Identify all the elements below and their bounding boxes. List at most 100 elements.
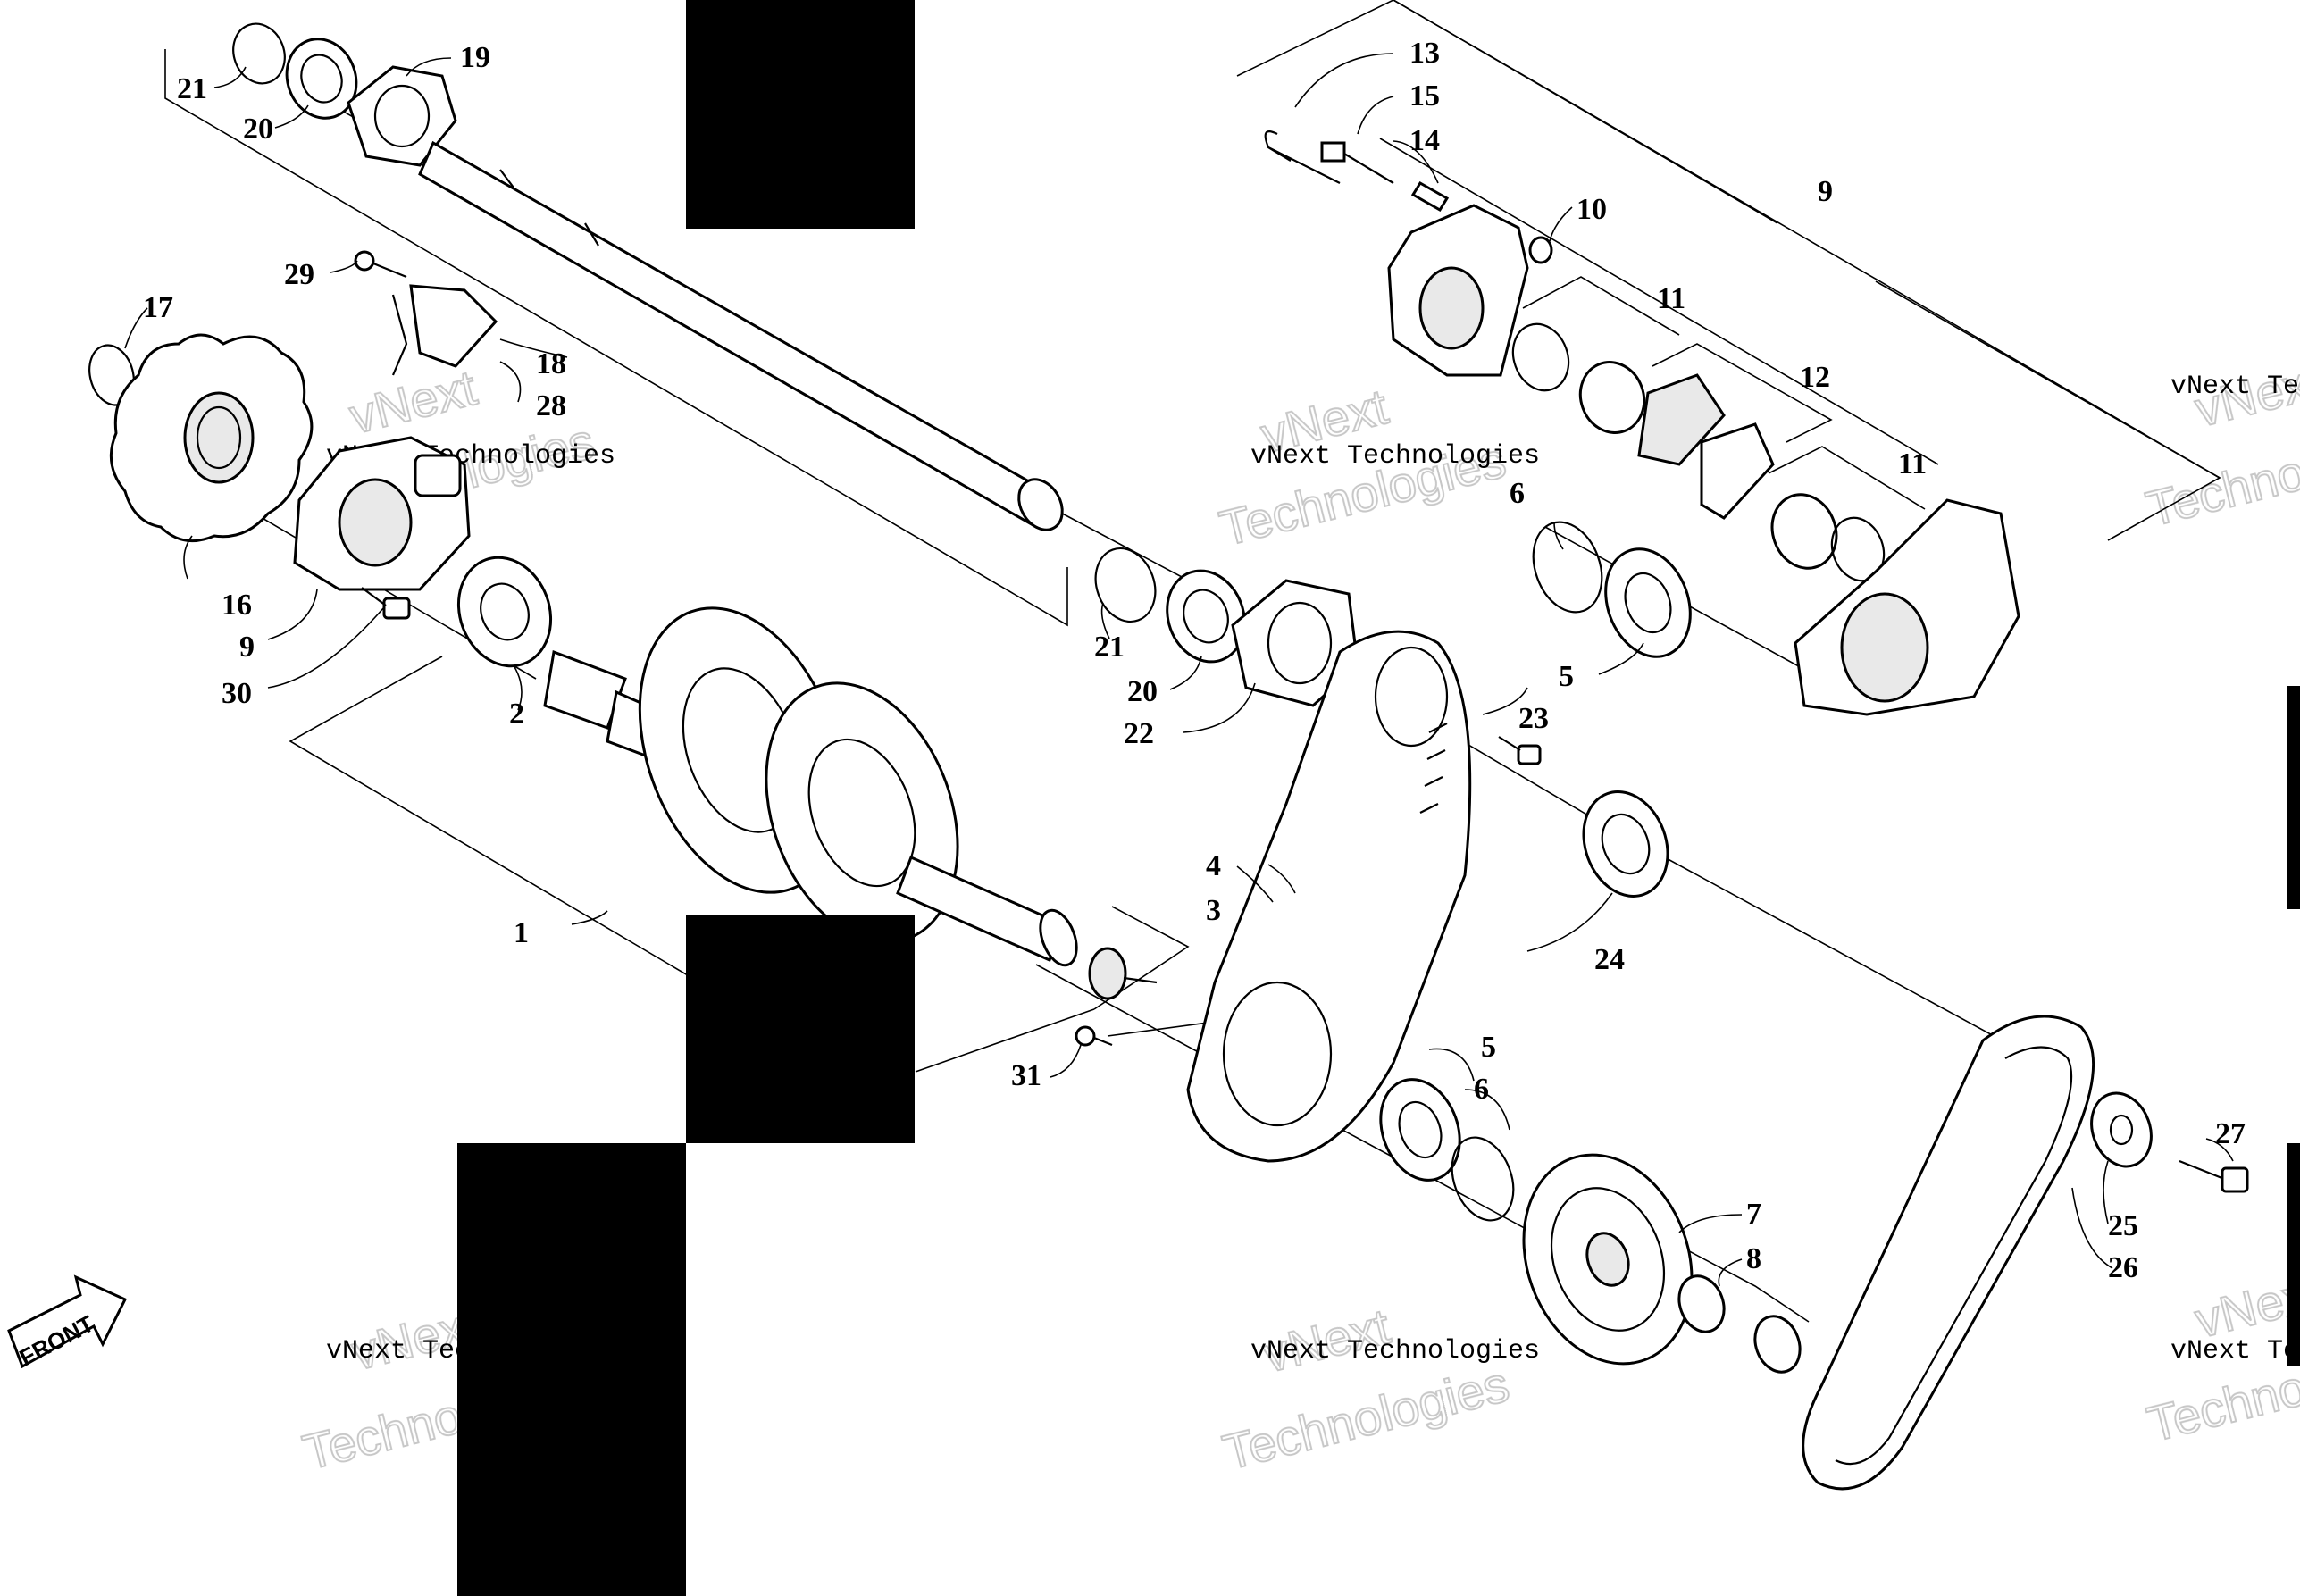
- callout-1: 1: [514, 916, 529, 949]
- callout-20: 20: [243, 113, 273, 146]
- callout-11: 11: [1898, 447, 1927, 480]
- callout-31: 31: [1011, 1059, 1041, 1092]
- callout-9: 9: [239, 631, 255, 664]
- redaction-block: [2287, 686, 2300, 909]
- callout-26: 26: [2108, 1251, 2138, 1284]
- watermark-big-bottom: Technologies: [1217, 1355, 1514, 1480]
- plug-10: [1528, 236, 1553, 264]
- leader-lines: [124, 53, 2234, 1287]
- callout-14: 14: [1409, 124, 1440, 157]
- callout-20: 20: [1127, 675, 1158, 708]
- callout-numbers: 21 20 19 29 17 18 28 16 9 30 2 1 3 31 21…: [143, 37, 2246, 1284]
- callout-15: 15: [1409, 79, 1440, 113]
- callout-12: 12: [1800, 361, 1830, 394]
- redaction-block: [686, 915, 915, 1143]
- snap-ring-6-lower: [1451, 1136, 1515, 1222]
- callout-25: 25: [2108, 1209, 2138, 1242]
- pin-15: [1320, 141, 1394, 184]
- bracket-caliper: [1236, 0, 2221, 541]
- piston-11-upper: [1578, 361, 1646, 434]
- screw-31: [1075, 1025, 1113, 1047]
- callout-30: 30: [222, 677, 252, 710]
- callout-17: 17: [143, 291, 173, 324]
- bracket-12: [1652, 343, 1833, 443]
- center-lines: [178, 88, 2020, 1269]
- watermark-text: vNext Technologies: [1250, 441, 1540, 472]
- callout-11: 11: [1657, 282, 1685, 315]
- redaction-blocks: [457, 0, 2300, 1596]
- callout-24: 24: [1594, 943, 1625, 976]
- sprocket-16: [109, 333, 314, 543]
- bracket-8: [1678, 1245, 1810, 1323]
- callout-4: 4: [1206, 849, 1221, 882]
- drive-shaft-18: [418, 140, 1064, 531]
- bearing-flange-19: [347, 65, 457, 167]
- piston-11-lower: [1770, 493, 1838, 570]
- callout-3: 3: [1206, 894, 1221, 927]
- watermark-center-bottom: vNext Technologies: [1217, 1297, 1515, 1482]
- bracket-plate-28: [391, 284, 498, 376]
- bolt-30: [361, 587, 411, 620]
- callout-23: 23: [1518, 702, 1549, 735]
- watermark-text: vNext Technologies: [2170, 1336, 2300, 1366]
- redaction-block: [457, 1143, 686, 1596]
- brake-pads-12: [1637, 373, 1775, 520]
- snap-ring-21-top: [232, 22, 286, 85]
- redaction-block: [2287, 1143, 2300, 1366]
- callout-5: 5: [1481, 1031, 1496, 1064]
- callout-16: 16: [222, 589, 252, 622]
- callout-22: 22: [1124, 717, 1154, 750]
- washer-25: [2090, 1091, 2153, 1168]
- seal-2: [456, 556, 553, 668]
- caliper-half-upper: [1387, 204, 1529, 377]
- callout-21: 21: [177, 72, 207, 105]
- bearing-5-upper: [1604, 547, 1692, 658]
- bolt-23: [1498, 736, 1542, 765]
- bracket-1: [289, 656, 693, 979]
- screw-29: [354, 250, 407, 279]
- watermark-text: vNext Technologies: [1250, 1336, 1540, 1366]
- bracket-shaft: [164, 49, 1068, 627]
- redaction-block: [686, 0, 915, 229]
- callout-27: 27: [2215, 1117, 2246, 1150]
- callout-6: 6: [1510, 477, 1525, 510]
- bracket-31-leg: [915, 1008, 1095, 1073]
- callout-2: 2: [509, 698, 524, 731]
- callout-6: 6: [1474, 1073, 1489, 1106]
- drive-clutch-1: [543, 606, 1078, 967]
- bleeder-14: [1410, 180, 1450, 213]
- seal-11-upper: [1511, 322, 1570, 392]
- bearing-20-top: [285, 38, 358, 120]
- group-brackets: [164, 0, 2221, 1323]
- callout-28: 28: [536, 389, 566, 422]
- bracket-11a: [1522, 276, 1680, 336]
- callout-13: 13: [1409, 37, 1440, 70]
- callout-18: 18: [536, 347, 566, 380]
- watermark-text: vNext Technologies: [2170, 372, 2300, 402]
- caliper-half-lower: [1794, 498, 2020, 716]
- snap-ring-21-mid: [1094, 547, 1157, 623]
- drive-belt-26: [1802, 1015, 2095, 1491]
- callout-10: 10: [1577, 193, 1607, 226]
- callout-9: 9: [1818, 175, 1833, 208]
- front-arrow-icon: FRONT: [7, 1274, 128, 1371]
- snap-ring-6-upper: [1532, 521, 1603, 614]
- chaincase-cover-4: [1186, 630, 1472, 1163]
- callout-7: 7: [1746, 1198, 1761, 1231]
- bracket-3: [1093, 906, 1190, 1010]
- callout-19: 19: [460, 41, 490, 74]
- bearing-20-mid: [1166, 569, 1246, 664]
- callout-5: 5: [1559, 660, 1574, 693]
- spacer-3: [1088, 947, 1158, 1000]
- cotter-pin-13: [1264, 130, 1341, 184]
- callout-21: 21: [1094, 631, 1125, 664]
- bolt-27: [2179, 1159, 2249, 1193]
- nuts-8: [1677, 1274, 1802, 1374]
- watermark-big-top: vNext: [344, 359, 482, 445]
- bearing-housing-9-left: [293, 436, 471, 591]
- sprocket-7: [1522, 1153, 1694, 1366]
- bracket-11b: [1768, 446, 1926, 510]
- sprocket-24: [1582, 790, 1669, 898]
- callout-29: 29: [284, 258, 314, 291]
